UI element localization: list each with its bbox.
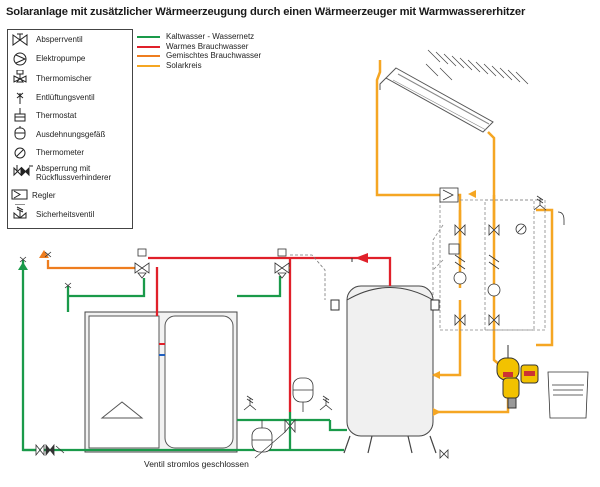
solar-controller-icon: [439, 187, 459, 203]
solar-swatch: [137, 64, 160, 67]
hot-swatch: [137, 45, 160, 48]
solar-pump-icon-2: [487, 283, 501, 297]
thermostatic-mixer-left: [134, 248, 150, 279]
caption-pointer: [254, 431, 286, 459]
solar-valve-icon: [488, 224, 500, 236]
expansion-vessel-boiler: [251, 420, 273, 453]
shutoff-valves-cold: [35, 418, 449, 459]
solar-station-components: [439, 187, 527, 326]
thermostatic-mixer-right: [274, 248, 290, 279]
hot-water-storage-tank: [330, 285, 440, 454]
valve-caption: Ventil stromlos geschlossen: [144, 459, 249, 469]
expansion-vessel-icon: [14, 126, 26, 140]
solar-valve-icon: [488, 314, 500, 326]
cold-water-arrow-icon: [18, 262, 28, 270]
solar-flow-arrow-icon-3: [468, 190, 476, 198]
hot-water-flow-arrow: [355, 253, 368, 263]
solar-valve-icon: [454, 224, 466, 236]
mixed-swatch: [137, 55, 160, 58]
sun-rays: [425, 49, 529, 85]
thermometer-icon: [14, 147, 26, 159]
solar-safety-valve-icon: [533, 195, 565, 225]
solar-circuit-pipes: [375, 60, 554, 414]
thermostatic-mixer-icon: [13, 70, 27, 83]
safety-valves: [243, 395, 333, 411]
controller-icon: [11, 189, 28, 200]
mixed-water-pipes: [46, 260, 290, 270]
cold-swatch: [137, 36, 160, 38]
thermostat-icon: [14, 108, 26, 122]
diagram-title: Solaranlage mit zusätzlicher Wärmeerzeug…: [6, 6, 526, 18]
solar-expansion-vessel: [496, 345, 520, 409]
solar-thermostat-icon: [448, 243, 460, 255]
shutoff-check-valve-icon: [13, 165, 33, 177]
symbol-legend: Absperrventil Elektropumpe Thermomischer…: [7, 29, 133, 229]
heat-generator-boiler: [84, 311, 238, 453]
hot-water-pipes: [148, 256, 392, 412]
pump-icon: [13, 52, 27, 66]
solar-pump-icon: [453, 271, 467, 285]
shutoff-valve-icon: [12, 33, 28, 46]
safety-valve-icon: [13, 204, 27, 219]
control-dashed-line: [290, 254, 326, 300]
collection-tank-icon: [547, 371, 589, 419]
solar-flow-arrow-icon: [432, 371, 440, 379]
solar-dashed-lines: [432, 199, 546, 331]
vent-valve-icon: [16, 92, 24, 104]
expansion-vessel-tank: [292, 377, 314, 412]
solar-collector: [379, 67, 494, 133]
solar-flow-arrow-icon-2: [433, 408, 441, 416]
vent-valves: [19, 251, 72, 289]
solar-valve-icon: [454, 314, 466, 326]
solar-station-unit: [520, 364, 539, 384]
